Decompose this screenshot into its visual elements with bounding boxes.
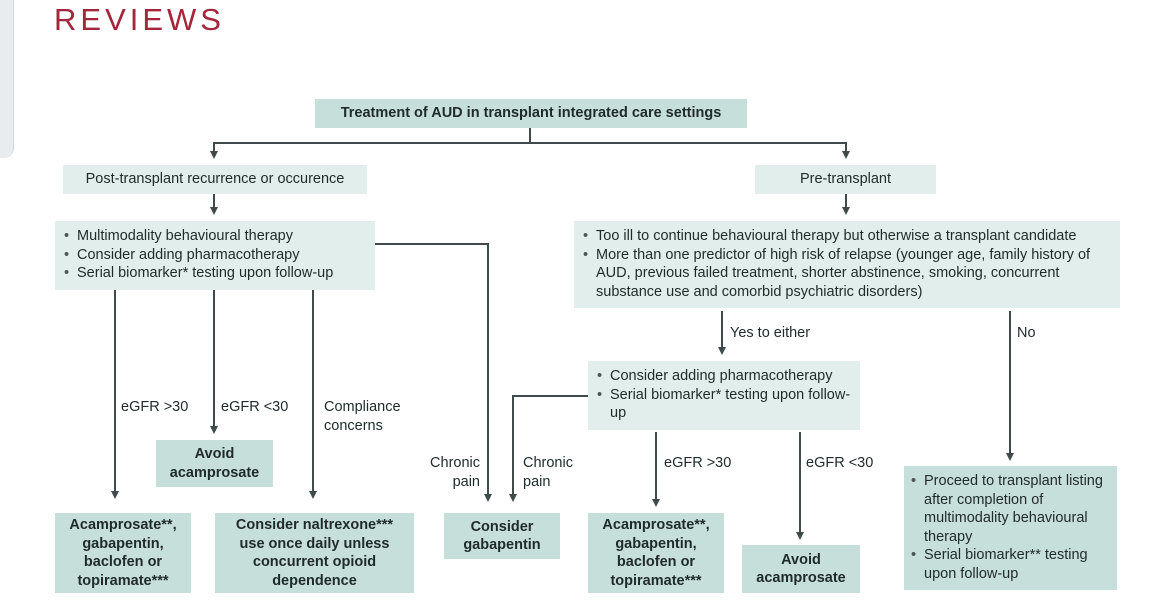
edge-label-egfr-lt30-left: eGFR <30 [221, 399, 289, 415]
pre-transplant-node: Pre-transplant [755, 165, 936, 194]
outcome-naltrexone: Consider naltrexone*** use once daily un… [215, 513, 414, 593]
post-transplant-node: Post-transplant recurrence or occurence [63, 165, 367, 194]
edge-label-egfr-gt30-left: eGFR >30 [121, 399, 189, 415]
outcome-pre-acamprosate: Acamprosate**, gabapentin, baclofen or t… [588, 513, 724, 593]
avoid-acamprosate-right-label: Avoid acamprosate [756, 551, 846, 587]
outcome-naltrexone-label: Consider naltrexone*** use once daily un… [235, 517, 394, 589]
edge-label-yes-either: Yes to either [730, 325, 811, 341]
pre-criteria-item: Too ill to continue behavioural therapy … [582, 227, 1112, 246]
connector-root-pre [530, 142, 850, 159]
proceed-item: Serial biomarker** testing upon follow-u… [910, 546, 1109, 583]
connector-root-split [210, 127, 531, 159]
avoid-acamprosate-left-label: Avoid acamprosate [169, 446, 260, 481]
post-transplant-label: Post-transplant recurrence or occurence [85, 171, 345, 188]
root-node: Treatment of AUD in transplant integrate… [315, 99, 747, 128]
post-transplant-actions: Multimodality behavioural therapy Consid… [55, 221, 375, 290]
avoid-acamprosate-left: Avoid acamprosate [156, 440, 273, 487]
side-tab [0, 0, 14, 158]
outcome-gabapentin-label: Consider gabapentin [463, 518, 541, 554]
connector-chronic-pain-left [374, 243, 492, 502]
edge-label-egfr-lt30-right: eGFR <30 [806, 455, 874, 471]
pre-transplant-criteria: Too ill to continue behavioural therapy … [574, 221, 1120, 308]
section-title: REVIEWS [54, 2, 225, 37]
edge-label-chronic-pain-right: Chronic pain [523, 455, 573, 490]
edge-label-chronic-pain-left: Chronic pain [430, 455, 480, 490]
post-action-item: Multimodality behavioural therapy [63, 227, 365, 246]
connector-chronic-pain-right [509, 395, 588, 502]
pre-criteria-item: More than one predictor of high risk of … [582, 246, 1112, 302]
post-action-item: Serial biomarker* testing upon follow-up [63, 264, 365, 283]
proceed-to-listing: Proceed to transplant listing after comp… [904, 466, 1117, 590]
outcome-post-acamprosate: Acamprosate**, gabapentin, baclofen or t… [55, 513, 191, 593]
outcome-gabapentin: Consider gabapentin [444, 513, 560, 559]
outcome-post-acamprosate-label: Acamprosate**, gabapentin, baclofen or t… [69, 517, 177, 589]
post-action-item: Consider adding pharmacotherapy [63, 246, 365, 265]
edge-label-no: No [1017, 325, 1036, 341]
pre-transplant-label: Pre-transplant [799, 171, 892, 188]
root-label: Treatment of AUD in transplant integrate… [340, 105, 722, 122]
outcome-pre-acamprosate-label: Acamprosate**, gabapentin, baclofen or t… [602, 517, 710, 589]
avoid-acamprosate-right: Avoid acamprosate [742, 545, 860, 593]
pre-pharm-item: Consider adding pharmacotherapy [596, 367, 852, 386]
pre-pharm-item: Serial biomarker* testing upon follow-up [596, 386, 852, 423]
proceed-item: Proceed to transplant listing after comp… [910, 472, 1109, 546]
pre-pharmacotherapy-node: Consider adding pharmacotherapy Serial b… [588, 361, 860, 430]
edge-label-compliance: Compliance concerns [324, 399, 401, 434]
edge-label-egfr-gt30-right: eGFR >30 [664, 455, 732, 471]
